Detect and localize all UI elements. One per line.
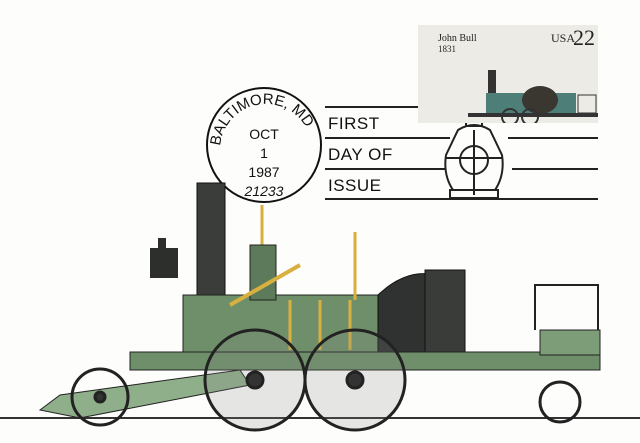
postmark-day: 1 [260, 145, 268, 161]
cancel-line-issue: ISSUE [328, 176, 382, 195]
stamp-locomotive-image [468, 70, 598, 123]
stamp-year: 1831 [438, 44, 456, 54]
postmark-zip: 21233 [244, 183, 284, 199]
postmark-month: OCT [249, 126, 279, 142]
stamp-country: USA [551, 31, 576, 45]
wheels [70, 328, 582, 432]
lantern-icon [444, 111, 504, 199]
stamp-value: 22 [573, 25, 595, 50]
postage-stamp: John Bull 1831 USA 22 [418, 25, 598, 123]
postmark-year: 1987 [248, 164, 280, 180]
stamp-name: John Bull [438, 33, 477, 44]
cancel-line-day-of: DAY OF [328, 145, 393, 164]
cancel-line-first: FIRST [328, 114, 380, 133]
postmark-circle [206, 87, 322, 203]
